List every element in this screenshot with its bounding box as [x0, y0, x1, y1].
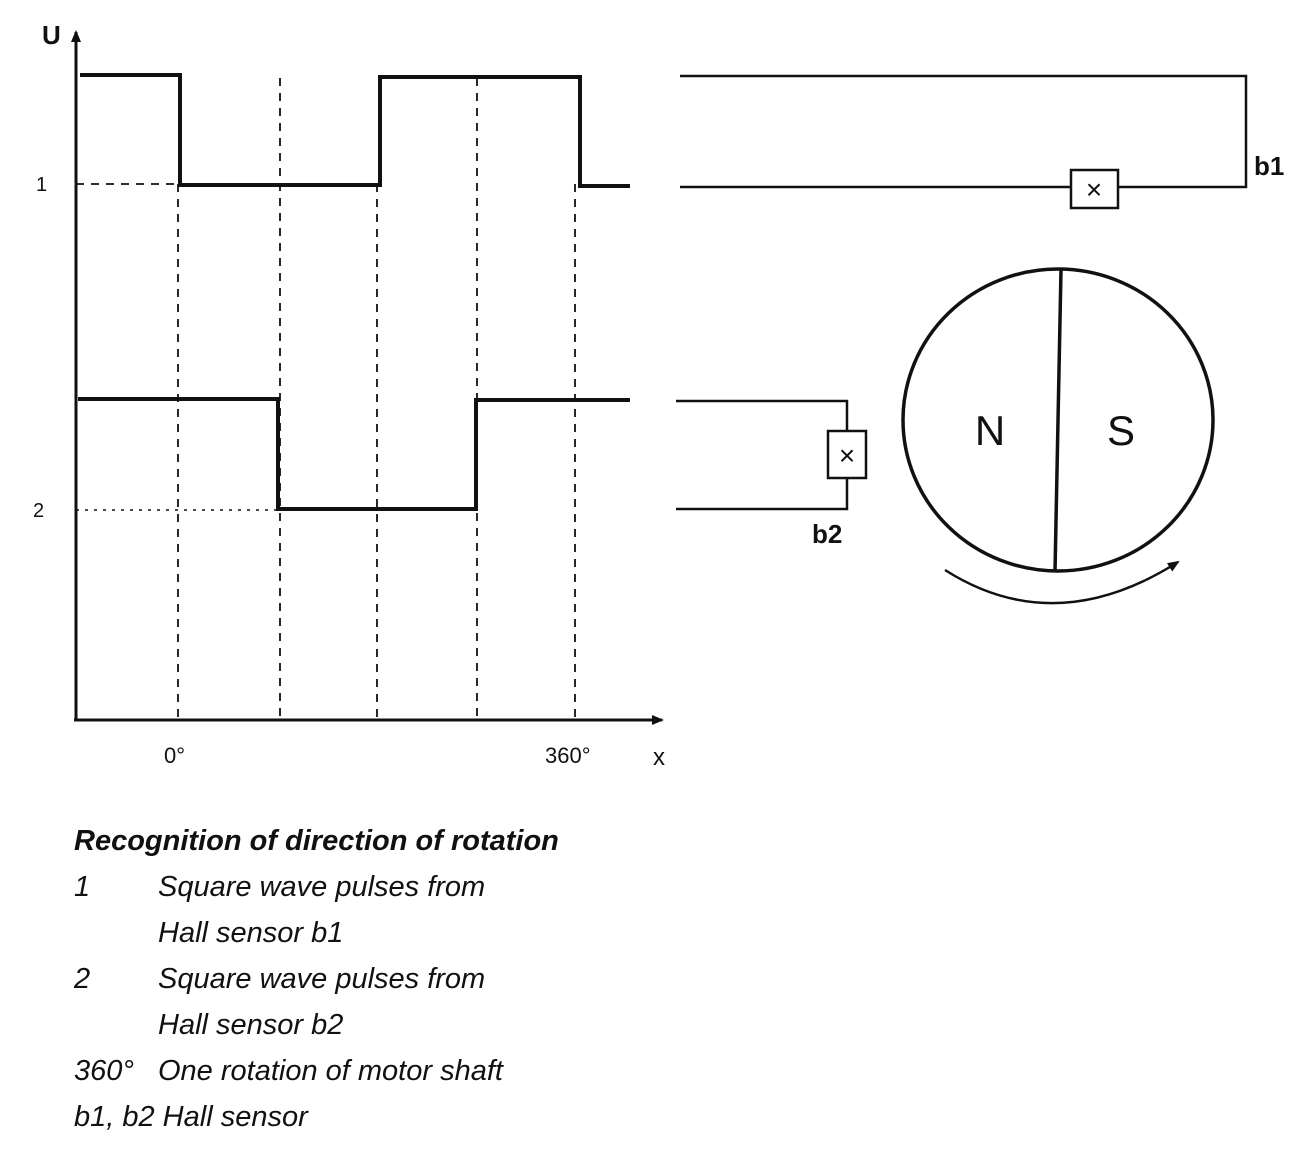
legend-text: Square wave pulses from: [158, 963, 486, 995]
legend-key: 360°: [74, 1055, 134, 1087]
b1-label: b1: [1254, 151, 1284, 181]
legend-key: 1: [74, 871, 91, 903]
x-tick-start: 0°: [164, 743, 185, 768]
legend-key: 2: [74, 963, 91, 995]
legend-title: Recognition of direction of rotation: [74, 825, 559, 857]
x-tick-end: 360°: [545, 743, 591, 768]
b2-sensor-box: [826, 429, 868, 480]
pole-divider: [1053, 269, 1063, 573]
legend: Recognition of direction of rotation 1 S…: [74, 818, 559, 1140]
legend-text-continued: Hall sensor b1: [158, 917, 344, 949]
north-pole-label: N: [975, 407, 1005, 454]
hall-sensor-b2: × b2: [676, 399, 868, 549]
b1-sensor-box: [1069, 168, 1120, 210]
legend-text: Square wave pulses from: [158, 871, 486, 903]
b1-sensor-symbol: ×: [1086, 174, 1102, 205]
magnet-rotor: N S: [901, 267, 1215, 605]
trace-2-label: 2: [33, 500, 44, 522]
rotation-arrow: [944, 560, 1180, 605]
hall-sensor-diagram: U x 0° 360° 1 2 × b1 × b2 N S: [33, 20, 1284, 771]
legend-item-360: 360° One rotation of motor shaft: [74, 1048, 559, 1094]
x-axis-label: x: [653, 744, 665, 771]
trace-1-label: 1: [36, 174, 47, 196]
legend-item-2: 2 Square wave pulses from: [74, 956, 559, 1002]
legend-item-1: 1 Square wave pulses from: [74, 864, 559, 910]
b2-sensor-symbol: ×: [839, 440, 855, 471]
y-axis-label: U: [42, 20, 61, 50]
south-pole-label: S: [1107, 407, 1135, 454]
legend-footer: b1, b2 Hall sensor: [74, 1101, 308, 1133]
b2-label: b2: [812, 519, 842, 549]
legend-text-continued: Hall sensor b2: [158, 1009, 344, 1041]
square-wave-2: [78, 397, 630, 511]
b1-wire: [680, 74, 1248, 189]
legend-text: One rotation of motor shaft: [158, 1055, 503, 1087]
hall-sensor-b1: × b1: [680, 74, 1284, 210]
b2-wire: [676, 399, 849, 511]
square-wave-1: [80, 73, 630, 188]
